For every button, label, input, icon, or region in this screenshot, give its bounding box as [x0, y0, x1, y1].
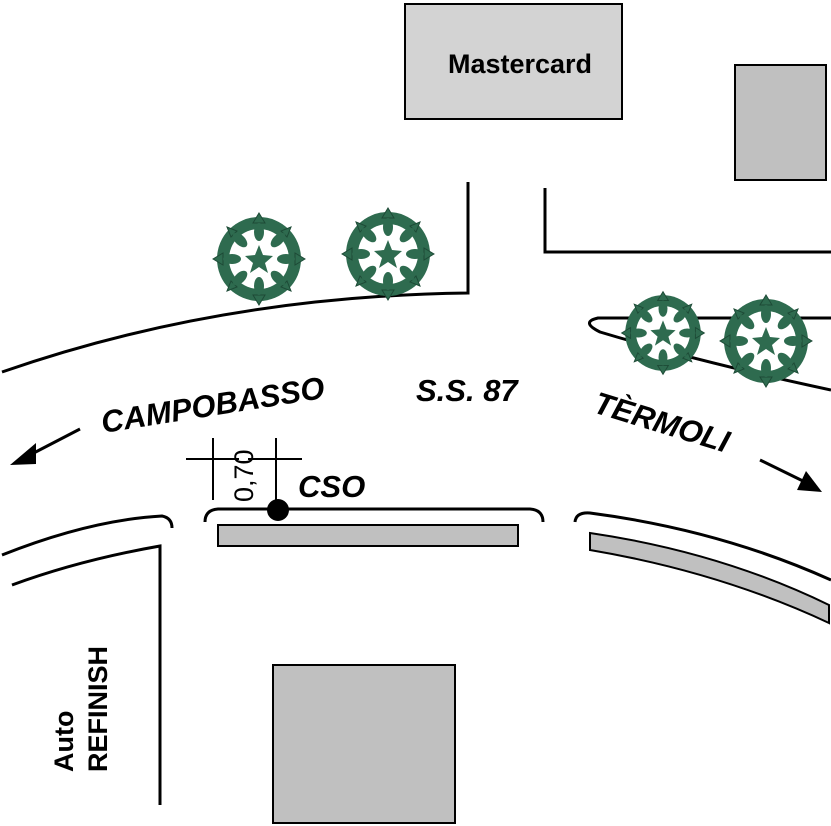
- sidewalk-strip-center: [217, 524, 519, 547]
- building-top-right: [734, 64, 827, 181]
- road-name-label: S.S. 87: [416, 373, 519, 408]
- mastercard-label: Mastercard: [448, 49, 592, 79]
- arrow-right-icon: [759, 458, 822, 492]
- marker-dot-icon: [267, 499, 289, 521]
- road-edge-south-right: [573, 511, 831, 582]
- road-edge-south-left: [1, 514, 174, 557]
- termoli-label: TÈRMOLI: [590, 385, 735, 460]
- road-edge-northeast: [543, 188, 831, 254]
- mastercard-building: [404, 3, 623, 120]
- auto-refinish-line2: REFINISH: [83, 646, 113, 772]
- road-edge-south-middle: [203, 507, 545, 523]
- offset-label: 0,70: [229, 449, 259, 502]
- tree-icon: [212, 212, 306, 306]
- cso-label: CSO: [298, 469, 365, 504]
- measurement-marker: [186, 438, 302, 510]
- road-edge-north: [1, 182, 470, 374]
- building-bottom: [272, 664, 456, 824]
- arrow-left-icon: [10, 427, 81, 465]
- auto-refinish-line1: Auto: [49, 711, 79, 772]
- tree-icon: [341, 207, 435, 301]
- sidewalk-strip-right: [589, 531, 830, 625]
- tree-icon: [719, 294, 813, 388]
- campobasso-label: CAMPOBASSO: [99, 370, 327, 440]
- road-edge-south-left-2: [11, 544, 162, 805]
- tree-icon: [621, 291, 705, 375]
